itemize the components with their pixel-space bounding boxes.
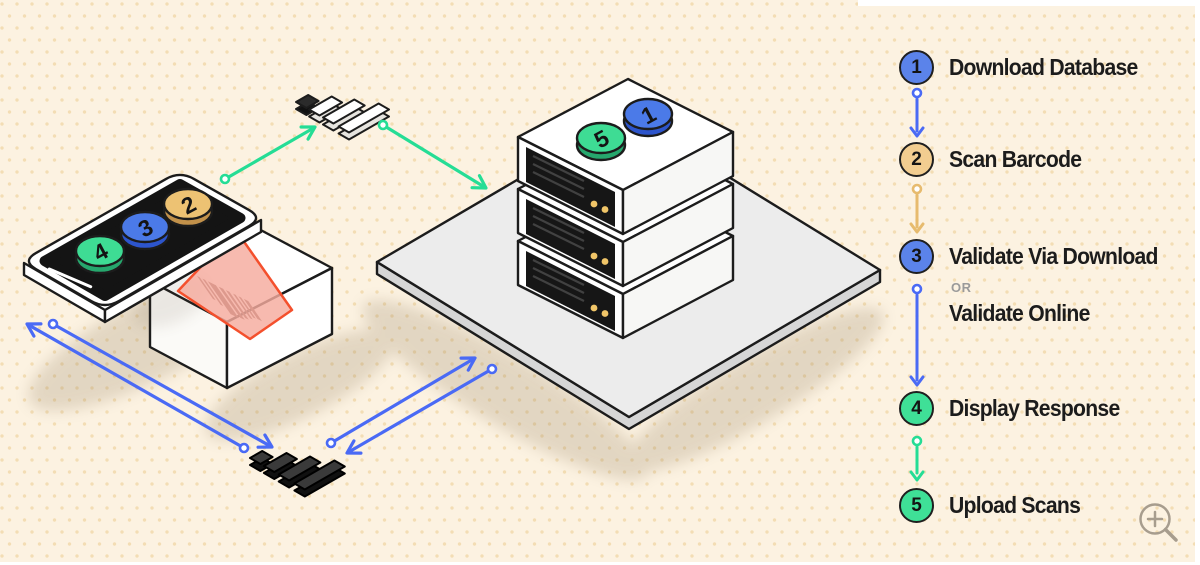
legend-step-4: 4 Display Response [899, 391, 1134, 426]
step-1-badge: 1 [899, 50, 934, 85]
phone-speaker-line [47, 267, 93, 289]
server-badge-1: 1 [622, 97, 674, 138]
server-badge-5: 5 [575, 121, 627, 162]
step-3-or-label: OR [951, 280, 972, 295]
step-4-badge: 4 [899, 391, 934, 426]
signal-bars-icon [295, 94, 390, 141]
arrow-offline-to-server [325, 356, 477, 449]
step-5-badge: 5 [899, 488, 934, 523]
legend-connector-2 [909, 183, 925, 234]
page-edge-right [1195, 0, 1200, 565]
page-edge-bottom [0, 562, 1200, 565]
legend-connector-1 [909, 87, 925, 138]
step-1-label: Download Database [949, 54, 1138, 80]
arrow-signal-to-server [377, 119, 488, 190]
magnifier-plus-icon [1139, 503, 1178, 542]
legend-connector-3 [909, 283, 925, 387]
signal-bars-offline-icon [249, 450, 346, 498]
phone: 4 3 2 [22, 173, 263, 324]
legend-step-3: 3 Validate Via Download OR Validate Onli… [899, 239, 1176, 326]
zoom-in-button[interactable] [1132, 496, 1184, 548]
arrow-phone-to-signal [219, 125, 317, 185]
step-2-badge: 2 [899, 142, 934, 177]
step-5-label: Upload Scans [949, 492, 1081, 518]
arrow-server-to-offline [345, 363, 498, 455]
legend-connector-4 [909, 435, 925, 482]
step-3-badge: 3 [899, 239, 934, 274]
arrow-phone-to-offline [47, 318, 274, 449]
step-3-alt-label: Validate Online [949, 300, 1090, 326]
legend-step-2: 2 Scan Barcode [899, 142, 1093, 177]
step-3-label: Validate Via Download [949, 243, 1158, 269]
step-2-label: Scan Barcode [949, 146, 1082, 172]
phone-badge-4: 4 [74, 234, 126, 275]
page-edge-top [858, 0, 1200, 6]
step-4-label: Display Response [949, 395, 1120, 421]
legend-step-1: 1 Download Database [899, 50, 1154, 85]
arrow-offline-to-phone [25, 322, 250, 454]
phone-badge-3: 3 [119, 210, 171, 251]
phone-badge-2: 2 [162, 187, 214, 228]
legend-step-5: 5 Upload Scans [899, 488, 1092, 523]
